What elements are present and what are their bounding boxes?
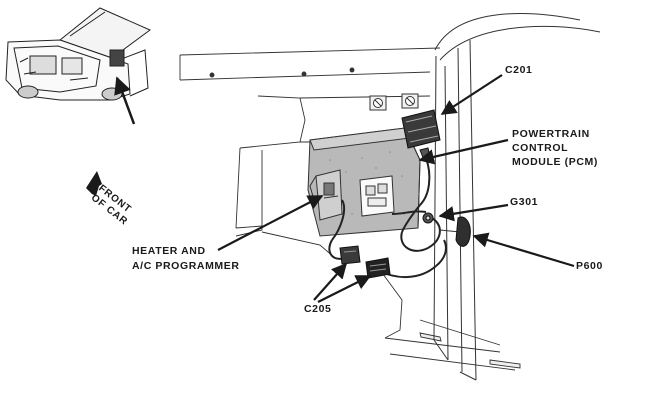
label-c201: C201 bbox=[505, 64, 533, 76]
vent-left bbox=[369, 95, 387, 111]
p600-leader-arrow bbox=[472, 232, 575, 268]
label-pcm-line3: MODULE (PCM) bbox=[512, 156, 598, 168]
inset-pointer-arrow bbox=[114, 76, 136, 125]
p600-grommet bbox=[455, 216, 471, 247]
label-c205: C205 bbox=[304, 303, 332, 315]
front-direction-arrow bbox=[86, 171, 102, 196]
label-g301: G301 bbox=[510, 196, 539, 208]
c205-connector-right bbox=[365, 257, 391, 279]
label-pcm-line2: CONTROL bbox=[512, 142, 569, 154]
heater-leader-arrow bbox=[217, 195, 324, 251]
c205-leader-arrow-right bbox=[317, 275, 372, 303]
vent-right bbox=[401, 93, 419, 109]
car-inset bbox=[5, 7, 151, 101]
label-heater-line1: HEATER AND bbox=[132, 245, 206, 257]
c205-connector-left bbox=[339, 245, 361, 265]
label-p600: P600 bbox=[576, 260, 603, 272]
label-heater-line2: A/C PROGRAMMER bbox=[132, 260, 240, 272]
c205-leader-arrow-left bbox=[313, 262, 348, 301]
pcm-leader-arrow bbox=[418, 138, 509, 165]
connector-block bbox=[359, 175, 395, 217]
c201-leader-arrow bbox=[440, 74, 503, 115]
g301-ground bbox=[422, 212, 434, 224]
g301-leader-arrow bbox=[438, 203, 509, 222]
label-pcm-line1: POWERTRAIN bbox=[512, 128, 590, 140]
